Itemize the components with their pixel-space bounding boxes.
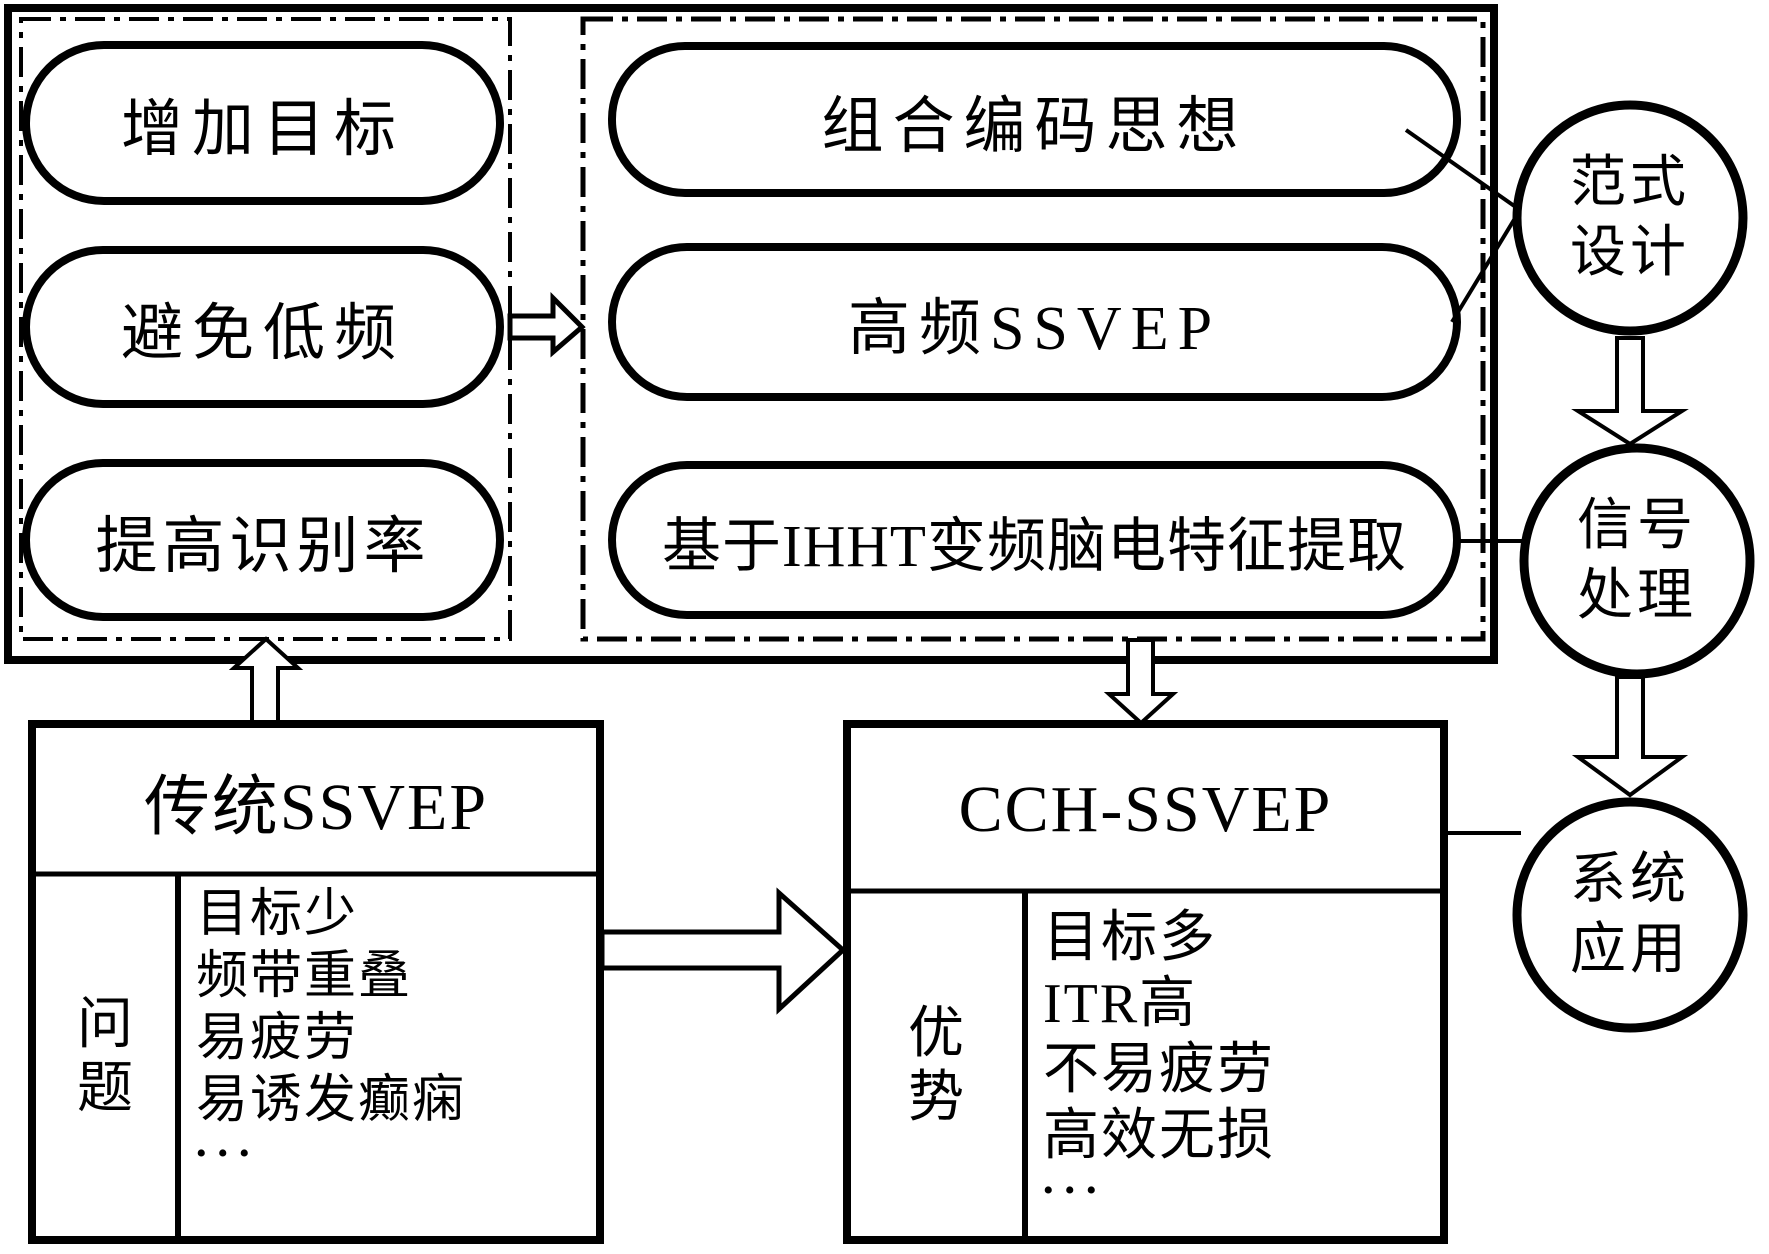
pill-avoid-lowfreq-label: 避免低频 xyxy=(120,300,405,368)
circle-system-line1: 系统 xyxy=(1570,849,1690,911)
arrow-paradigm-to-signal xyxy=(1571,336,1689,447)
pill-highfreq-ssvep xyxy=(608,243,1461,401)
traditional-item: 易疲劳 xyxy=(196,1010,359,1067)
circle-signal-line2: 处理 xyxy=(1577,565,1697,627)
connector-highfreq-to-paradigm xyxy=(1450,208,1522,324)
cch-ellipsis: ••• xyxy=(1043,1174,1108,1207)
cch-items-list: 目标多 ITR高 不易疲劳 高效无损 ••• xyxy=(1043,905,1444,1240)
pill-avoid-lowfreq xyxy=(22,246,504,408)
arrow-goals-to-methods xyxy=(507,291,586,358)
cch-row-label-char1: 优 xyxy=(908,1002,964,1065)
traditional-box-frame xyxy=(28,720,604,1244)
circle-paradigm-line2: 设计 xyxy=(1570,222,1690,284)
traditional-ellipsis: ••• xyxy=(196,1137,261,1170)
connector-coding-to-paradigm xyxy=(1404,128,1522,212)
arrow-methods-down-to-cch xyxy=(1103,638,1179,726)
cch-box-frame xyxy=(843,720,1448,1244)
pill-increase-targets xyxy=(22,41,504,205)
traditional-items-list: 目标少 频带重叠 易疲劳 易诱发癫痫 ••• xyxy=(196,884,600,1240)
pill-ihht-feature-label: 基于IHHT变频脑电特征提取 xyxy=(662,512,1407,579)
circle-signal-processing-label: 信号 处理 xyxy=(1524,448,1750,674)
circle-paradigm-line1: 范式 xyxy=(1570,152,1690,214)
traditional-item: 目标少 xyxy=(196,886,359,943)
pill-improve-recognition-label: 提高识别率 xyxy=(95,513,431,581)
traditional-item: 频带重叠 xyxy=(196,948,413,1005)
cch-item: 高效无损 xyxy=(1043,1105,1275,1167)
cch-item: 不易疲劳 xyxy=(1043,1039,1275,1101)
cch-row-label: 优 势 xyxy=(847,891,1025,1240)
cch-box-title: CCH-SSVEP xyxy=(958,772,1333,846)
cch-row-label-char2: 势 xyxy=(908,1066,964,1129)
circle-paradigm-design xyxy=(1512,100,1748,336)
cch-item: 目标多 xyxy=(1043,907,1217,969)
pill-ihht-feature xyxy=(608,461,1461,619)
pill-improve-recognition xyxy=(22,459,504,621)
circle-signal-line1: 信号 xyxy=(1577,495,1697,557)
arrow-signal-to-system xyxy=(1571,675,1689,798)
arrow-traditional-up xyxy=(228,636,304,724)
circle-system-line2: 应用 xyxy=(1570,919,1690,981)
pill-increase-targets-label: 增加目标 xyxy=(120,96,405,164)
circle-paradigm-design-label: 范式 设计 xyxy=(1517,105,1743,331)
traditional-row-label-char1: 问 xyxy=(77,994,133,1056)
traditional-row-label: 问 题 xyxy=(32,874,178,1240)
pill-combined-coding xyxy=(608,42,1461,197)
traditional-item: 易诱发癫痫 xyxy=(196,1072,467,1129)
pill-combined-coding-label: 组合编码思想 xyxy=(821,92,1248,161)
traditional-row-label-char2: 题 xyxy=(77,1058,133,1120)
cch-item: ITR高 xyxy=(1043,973,1198,1035)
circle-system-application xyxy=(1512,797,1748,1033)
arrow-traditional-to-cch xyxy=(599,887,847,1015)
top-outer-frame xyxy=(4,4,1498,664)
traditional-box-title: 传统SSVEP xyxy=(143,771,489,844)
circle-system-application-label: 系统 应用 xyxy=(1517,802,1743,1028)
pill-highfreq-ssvep-label: 高频SSVEP xyxy=(847,295,1222,363)
circle-signal-processing xyxy=(1519,443,1755,679)
